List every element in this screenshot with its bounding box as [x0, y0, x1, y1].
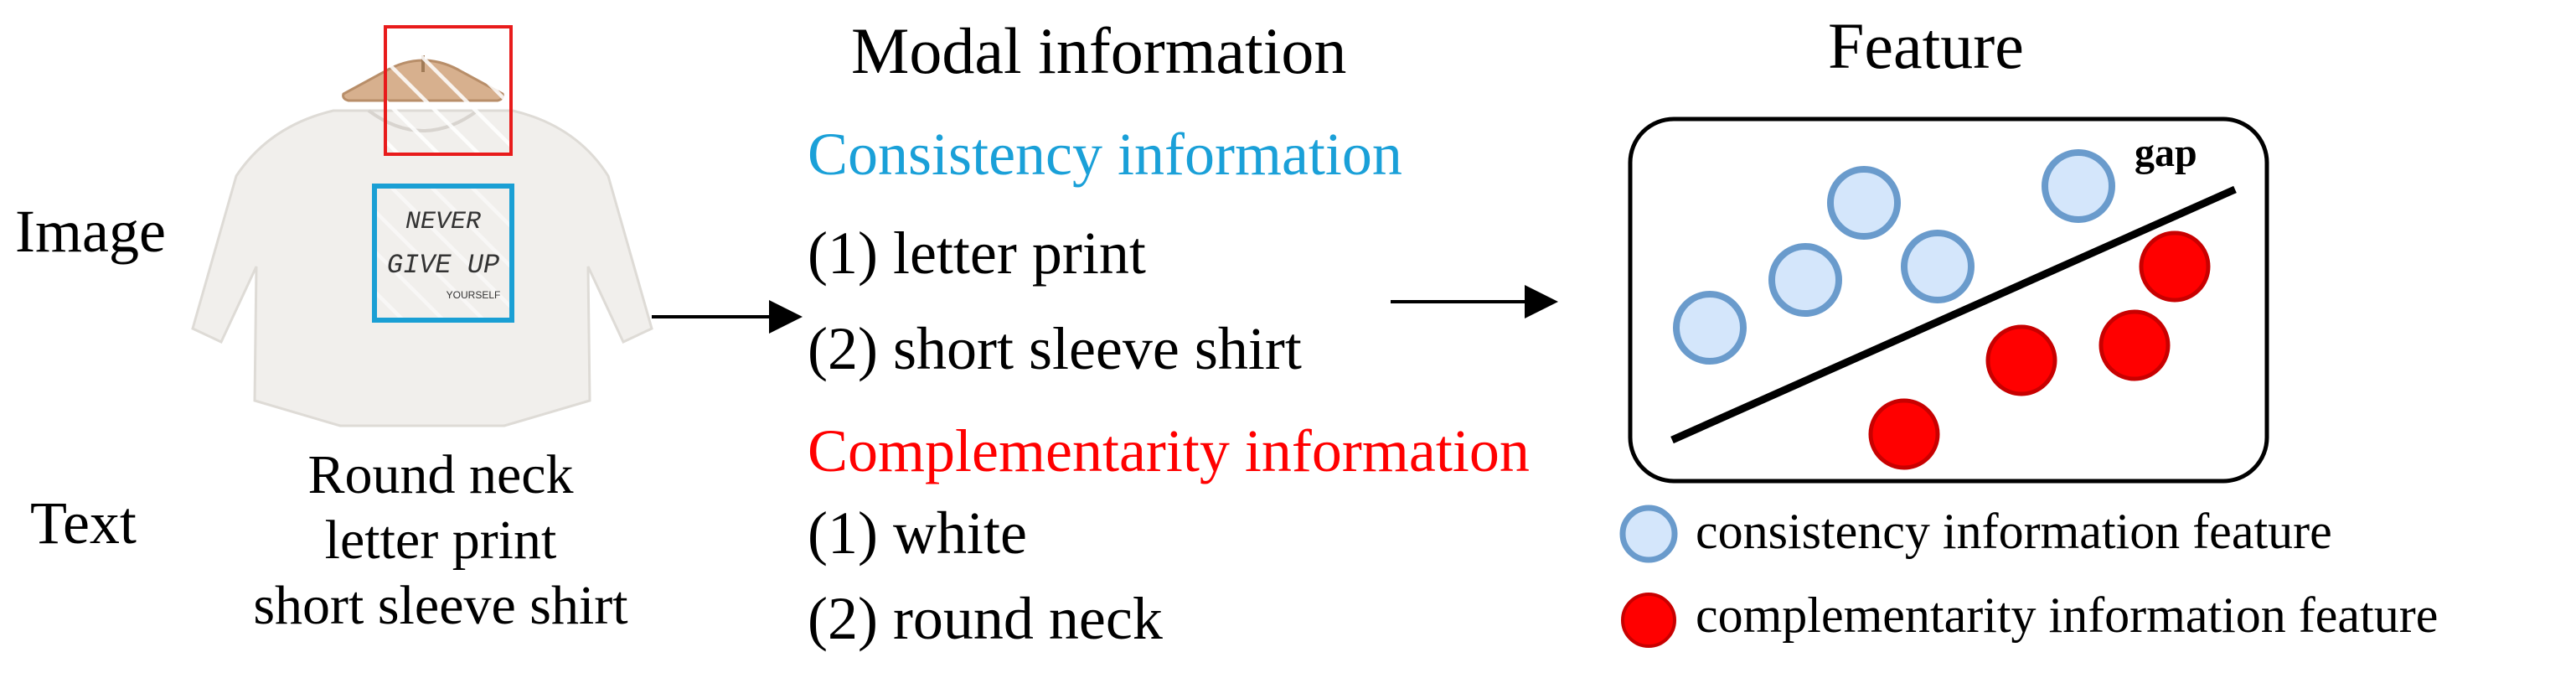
legend-consistency-label: consistency information feature — [1696, 504, 2332, 559]
neck-highlight-box — [384, 25, 513, 156]
legend-consistency-marker — [1619, 505, 1678, 563]
image-row-label: Image — [15, 198, 166, 265]
consistency-feature-3 — [1827, 166, 1901, 240]
complementarity-feature-1 — [2139, 230, 2211, 303]
consistency-feature-5 — [2042, 149, 2115, 223]
product-description: Round neck letter print short sleeve shi… — [198, 443, 684, 639]
print-highlight-box — [372, 184, 514, 323]
consistency-feature-2 — [1768, 243, 1842, 317]
complementarity-item-2: (2) round neck — [808, 585, 1163, 652]
consistency-feature-1 — [1673, 291, 1747, 365]
print-line-1: NEVER — [405, 208, 481, 236]
complementarity-feature-2 — [1985, 324, 2057, 396]
print-line-2: GIVE UP — [387, 250, 499, 281]
product-text-line-2: letter print — [324, 509, 557, 571]
shirt-image: NEVER GIVE UP YOURSELF — [191, 25, 653, 427]
complementarity-info-title: Complementarity information — [808, 417, 1530, 484]
legend-complementarity-label: complementarity information feature — [1696, 588, 2439, 643]
consistency-info-title: Consistency information — [808, 121, 1402, 188]
separator-line — [1670, 185, 2237, 444]
consistency-item-1: (1) letter print — [808, 220, 1146, 287]
feature-title: Feature — [1828, 9, 2024, 82]
product-text-line-3: short sleeve shirt — [253, 574, 628, 636]
complementarity-feature-3 — [2098, 309, 2171, 381]
print-line-3: YOURSELF — [447, 289, 501, 301]
gap-label: gap — [2135, 131, 2197, 175]
complementarity-item-1: (1) white — [808, 500, 1027, 567]
consistency-feature-4 — [1901, 230, 1975, 303]
text-row-label: Text — [30, 489, 137, 557]
modal-info-title: Modal information — [851, 14, 1347, 87]
consistency-item-2: (2) short sleeve shirt — [808, 315, 1302, 382]
product-text-line-1: Round neck — [307, 444, 574, 505]
legend-complementarity-marker — [1621, 593, 1676, 648]
complementarity-feature-4 — [1868, 398, 1940, 470]
